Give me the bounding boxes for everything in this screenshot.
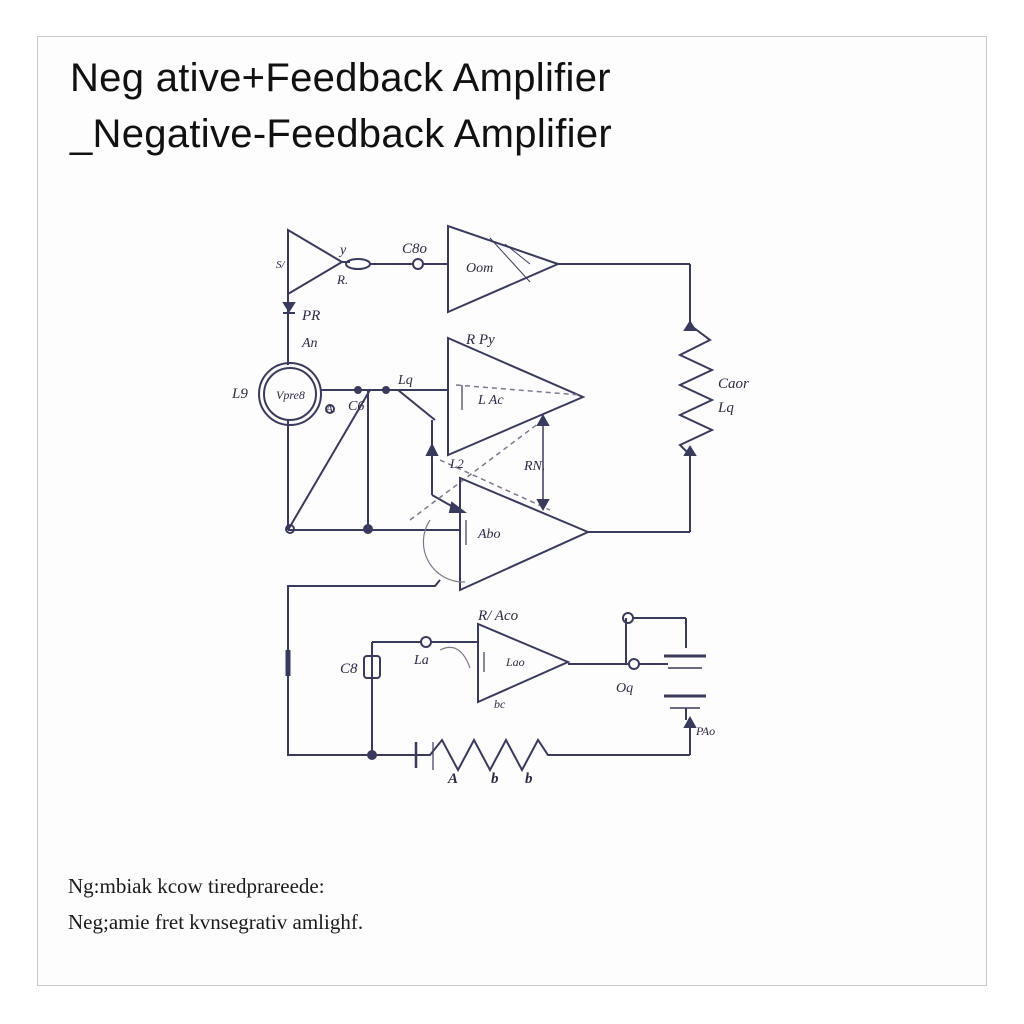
label-src-y: y xyxy=(338,243,347,258)
arrow-head xyxy=(536,413,550,426)
arc-guide xyxy=(439,646,471,669)
label-c6: C6 xyxy=(348,399,364,414)
label-c8-low: C8 xyxy=(340,661,358,677)
amplifier-3-triangle xyxy=(459,476,591,592)
title-line-1: Neg ative+Feedback Amplifier xyxy=(70,56,611,100)
label-c-top: C8o xyxy=(402,241,428,257)
label-l-low: La xyxy=(413,653,429,668)
label-lq-right: Lq xyxy=(717,400,734,416)
arrow-head xyxy=(448,501,467,513)
label-src-tiny: S/ xyxy=(276,259,286,271)
label-l-mid: Lq xyxy=(397,373,413,388)
label-rpy: R Py xyxy=(465,332,495,348)
label-o-top: Oom xyxy=(466,261,493,276)
label-source-inner: Vpre8 xyxy=(276,388,305,402)
node-dot xyxy=(354,386,362,394)
coupling-capacitor xyxy=(345,258,371,270)
dashed-guide xyxy=(409,419,544,521)
node-dot xyxy=(363,524,373,534)
node-dot xyxy=(412,258,424,270)
node-dot xyxy=(420,636,432,648)
node-dot xyxy=(285,524,295,534)
amplifier-1-triangle xyxy=(447,224,561,314)
arrow-head xyxy=(536,499,550,512)
node-dot xyxy=(622,612,634,624)
amplifier-2-triangle xyxy=(447,336,586,457)
title-line-2: _Negative-Feedback Amplifier xyxy=(70,112,612,156)
arrow-head xyxy=(683,320,697,331)
label-pao: PAo xyxy=(695,724,715,738)
label-rlaco: R/ Aco xyxy=(477,608,519,624)
arrow-head xyxy=(425,442,439,456)
label-l9: L9 xyxy=(231,386,248,402)
label-og: Oq xyxy=(616,681,633,696)
diagram-frame xyxy=(37,36,987,986)
label-car: Caor xyxy=(718,376,749,392)
arrow-head xyxy=(683,445,697,456)
label-amp2-inner: L Ac xyxy=(477,393,504,408)
label-amp3-inner: Abo xyxy=(477,527,501,542)
load-resistor xyxy=(677,324,715,456)
diode-symbol xyxy=(282,302,296,313)
dashed-guide xyxy=(439,459,551,511)
bottom-resistor xyxy=(416,737,690,773)
node-dot xyxy=(628,658,640,670)
label-rn: RN. xyxy=(523,459,545,474)
label-src-r: R. xyxy=(336,272,348,287)
label-a-small: A. xyxy=(325,403,335,415)
amplifier-4-triangle xyxy=(477,622,571,704)
voltage-source-outer xyxy=(258,362,322,426)
label-an: An xyxy=(301,336,318,351)
amp1-hatch xyxy=(504,243,531,265)
arc-guide xyxy=(422,519,466,583)
amp2-dashed-line xyxy=(455,384,581,396)
wire xyxy=(287,579,441,756)
node-dot xyxy=(325,404,335,414)
input-buffer-triangle xyxy=(287,228,344,296)
label-amp4-inner: Lao xyxy=(505,655,525,669)
arrow-head xyxy=(683,715,697,728)
voltage-source-inner xyxy=(263,367,317,421)
label-bc: bc xyxy=(494,697,506,711)
amp1-hatch xyxy=(489,237,531,283)
label-res-b2: b xyxy=(525,771,533,787)
caption-line-2: Neg;amie fret kvnsegrativ amlighf. xyxy=(68,910,364,934)
label-res-b1: b xyxy=(491,771,499,787)
node-dot xyxy=(367,750,377,760)
label-pr: PR xyxy=(301,308,320,324)
label-res-a: A xyxy=(447,771,458,787)
caption-line-1: Ng:mbiak kcow tiredprareede: xyxy=(68,874,325,898)
input-capacitor xyxy=(363,655,381,679)
feedback-wire xyxy=(287,389,436,531)
label-l-arrow: L2 xyxy=(449,456,464,471)
